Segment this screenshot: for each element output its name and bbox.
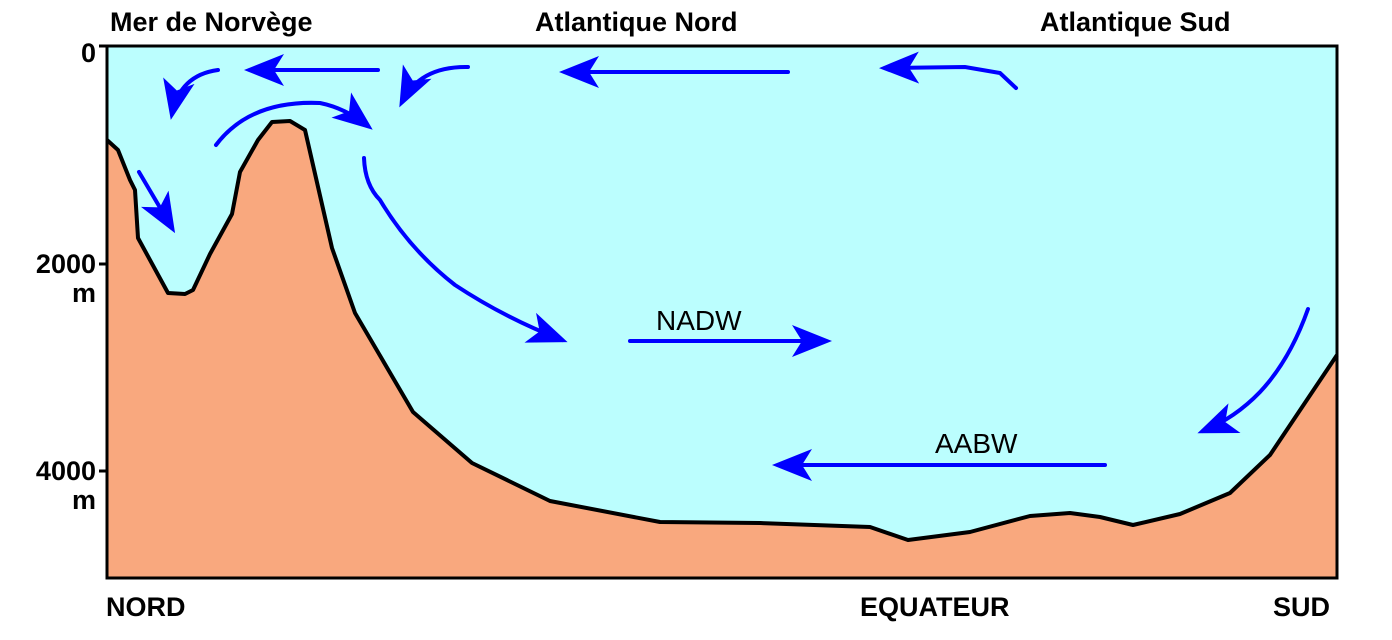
overflow-current-arrow (214, 92, 373, 147)
water-mass-label-aabw: AABW (935, 428, 1018, 459)
region-label-south-atlantic: Atlantique Sud (1040, 7, 1231, 37)
latitude-label-equator: EQUATEUR (860, 592, 1010, 622)
depth-label-4000: 4000 (35, 456, 96, 486)
seafloor-outline (105, 119, 1339, 542)
water-mass-label-nadw: NADW (656, 305, 742, 336)
surface-current-arrow (399, 64, 470, 108)
depth-unit-4000: m (71, 485, 96, 515)
latitude-label-south: SUD (1273, 592, 1331, 622)
nadw-sinking-arrow (362, 156, 568, 343)
latitude-label-north: NORD (106, 592, 186, 622)
surface-current-arrow (879, 51, 1018, 90)
aabw-sinking-arrow (1197, 307, 1310, 434)
seafloor-profile (107, 121, 1337, 578)
norway-sinking-arrow (137, 170, 176, 234)
region-label-north-atlantic: Atlantique Nord (535, 7, 738, 37)
depth-unit-2000: m (71, 278, 96, 308)
section-frame (105, 44, 1339, 580)
surface-current-arrow (163, 68, 220, 120)
region-label-norway-sea: Mer de Norvège (110, 7, 313, 37)
depth-label-2000: 2000 (35, 249, 96, 279)
depth-label-0: 0 (80, 38, 96, 68)
